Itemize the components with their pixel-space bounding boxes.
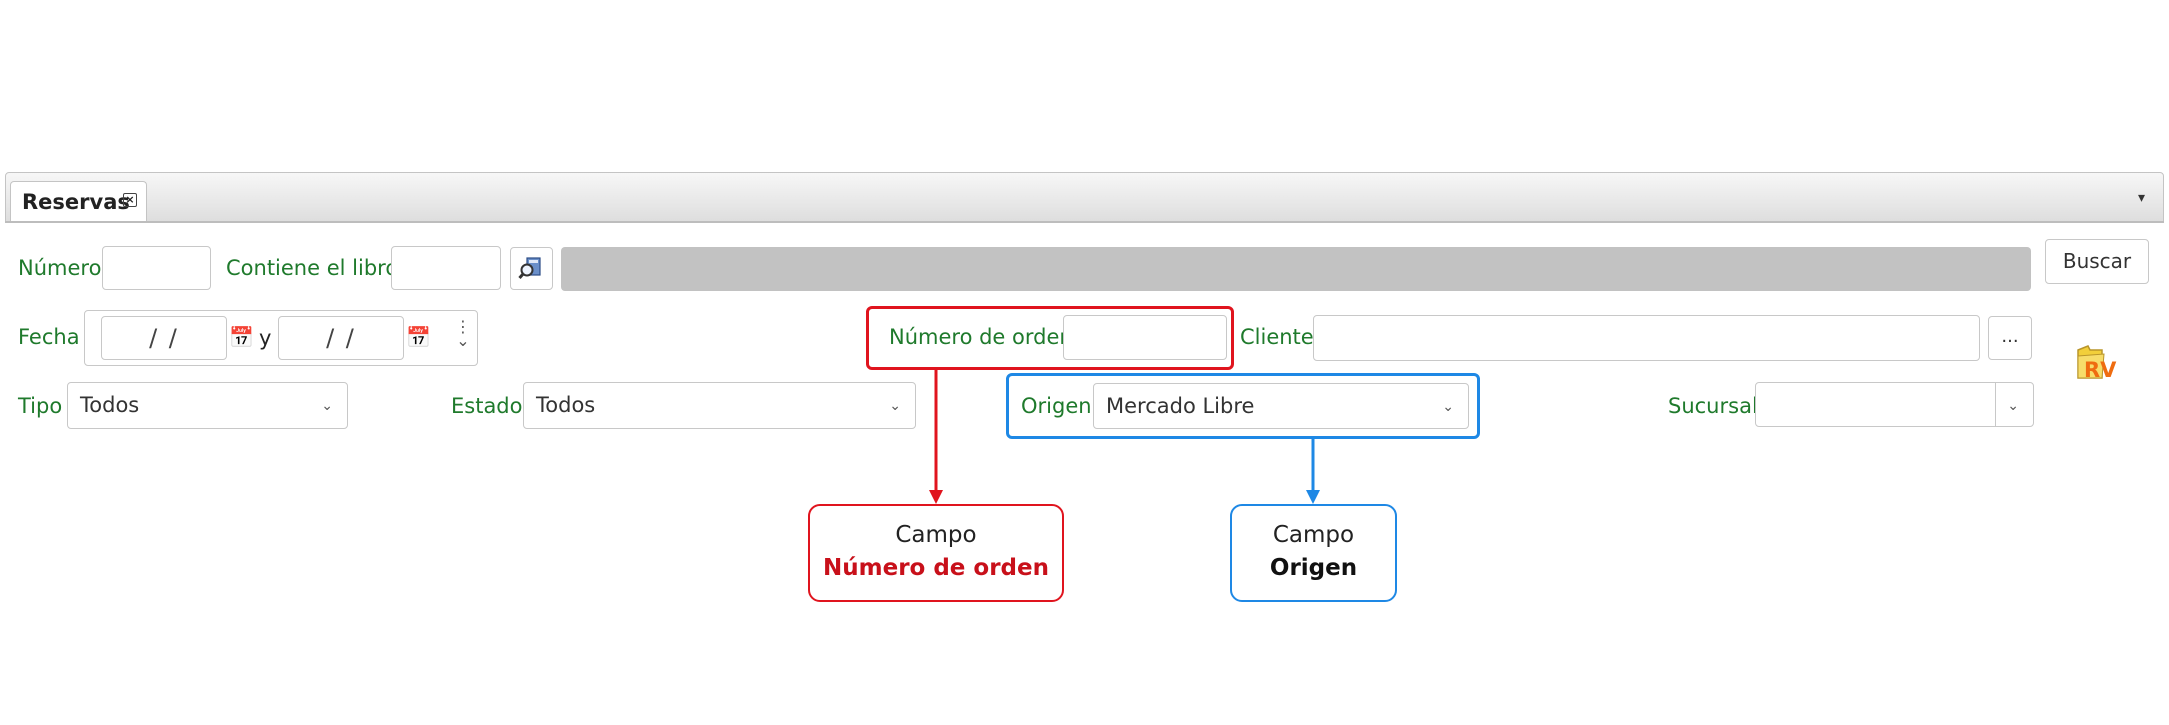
folder-icon [2077, 345, 2105, 379]
cliente-lookup-button[interactable]: ... [1988, 316, 2032, 360]
progress-bar [561, 247, 2031, 291]
chevron-down-icon: ⌄ [2007, 398, 2019, 414]
tipo-label: Tipo [18, 394, 63, 418]
calendar-icon[interactable]: 📅 [406, 325, 431, 349]
tab-strip [5, 172, 2164, 222]
numero-orden-label: Número de orden [889, 325, 1073, 349]
callout-line1: Campo [1272, 522, 1355, 548]
origen-value: Mercado Libre [1106, 394, 1255, 418]
tab-menu-icon[interactable]: ▾ [2138, 190, 2146, 206]
select-divider [1995, 383, 1996, 426]
blue-arrow-head [1306, 490, 1320, 504]
origen-callout: Campo Origen [1230, 504, 1397, 602]
estado-select[interactable]: Todos ⌄ [523, 382, 916, 429]
fecha-hasta-input[interactable]: / / [278, 316, 404, 360]
chevron-down-icon: ⌄ [889, 398, 901, 414]
buscar-button[interactable]: Buscar [2045, 239, 2149, 284]
close-icon[interactable]: × [123, 193, 137, 207]
origen-highlight [1006, 373, 1480, 439]
estado-label: Estado [451, 394, 523, 418]
tab-divider [5, 221, 2164, 223]
sucursal-select[interactable]: ⌄ [1755, 382, 2034, 427]
callout-line2: Origen [1269, 555, 1358, 581]
chevron-down-icon: ⌄ [321, 398, 333, 414]
tab-reservas[interactable] [10, 181, 147, 222]
calendar-icon[interactable]: 📅 [229, 325, 254, 349]
fecha-label: Fecha [18, 325, 80, 349]
chevron-down-icon: ⌄ [1442, 399, 1454, 415]
tab-reservas-label: Reservas [22, 190, 130, 214]
contiene-libro-label: Contiene el libro [226, 256, 399, 280]
cliente-label: Cliente [1240, 325, 1314, 349]
contiene-libro-input[interactable] [391, 246, 501, 290]
callout-line2: Número de orden [823, 555, 1049, 581]
cliente-input[interactable] [1313, 315, 1980, 361]
origen-select[interactable]: Mercado Libre ⌄ [1093, 383, 1469, 429]
origen-label: Origen [1021, 394, 1092, 418]
fecha-y-label: y [259, 326, 272, 350]
numero-input[interactable] [102, 246, 211, 290]
callout-line1: Campo [895, 522, 977, 548]
numero-orden-input[interactable] [1063, 315, 1227, 360]
report-rv-text: RV [2084, 358, 2117, 382]
numero-label: Número [18, 256, 102, 280]
numero-orden-callout: Campo Número de orden [808, 504, 1064, 602]
red-arrow-head [929, 490, 943, 504]
tipo-value: Todos [80, 393, 140, 417]
estado-value: Todos [536, 393, 596, 417]
numero-orden-highlight [866, 306, 1234, 370]
fecha-desde-input[interactable]: / / [101, 316, 227, 360]
tipo-select[interactable]: Todos ⌄ [67, 382, 348, 429]
more-icon[interactable]: ⋮⌄ [455, 317, 471, 350]
book-search-icon [517, 257, 541, 279]
book-search-button[interactable] [510, 247, 553, 290]
report-rv-icon[interactable]: RV [2074, 340, 2117, 384]
sucursal-label: Sucursal [1668, 394, 1758, 418]
